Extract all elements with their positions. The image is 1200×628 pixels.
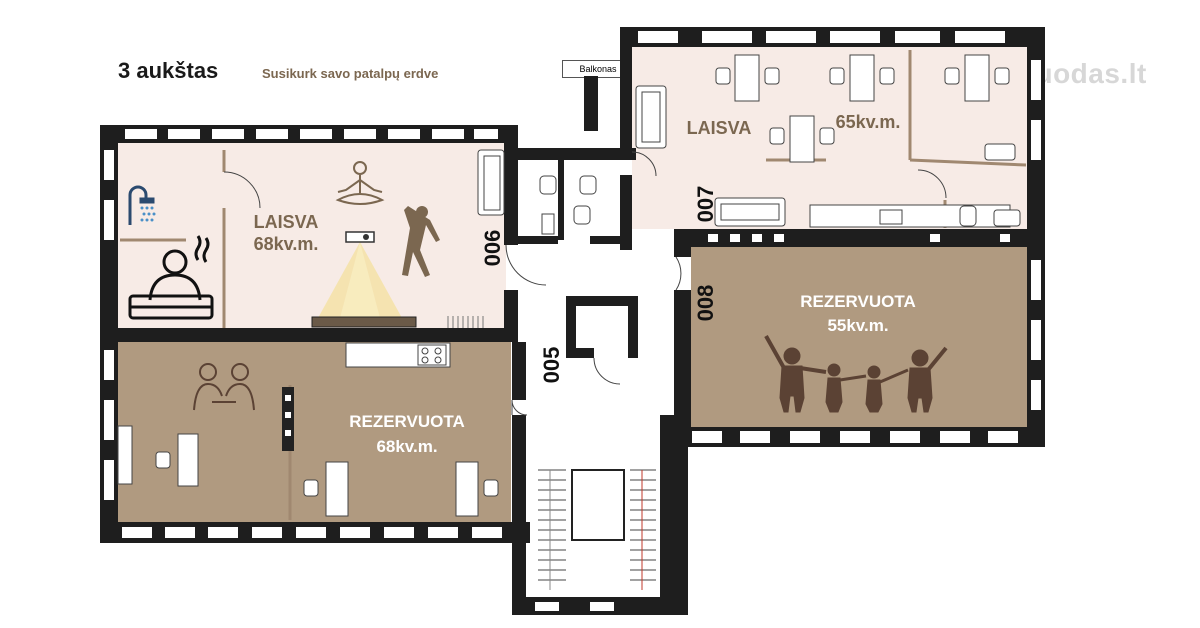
screen bbox=[311, 316, 417, 328]
shower-icon bbox=[128, 185, 156, 225]
chair-icon bbox=[155, 451, 499, 497]
room-005-status: REZERVUOTA bbox=[349, 412, 465, 431]
stove-icon bbox=[417, 344, 447, 366]
svg-text:008: 008 bbox=[693, 285, 718, 322]
room-008-status: REZERVUOTA bbox=[800, 292, 916, 311]
room-007-area-label: 65kv.m. bbox=[836, 112, 901, 132]
stretch-icon bbox=[402, 206, 440, 277]
sink-icon bbox=[879, 143, 1021, 227]
shelf bbox=[282, 387, 294, 451]
sauna-icon bbox=[128, 235, 214, 320]
wc-area bbox=[520, 160, 628, 240]
svg-text:007: 007 bbox=[693, 186, 718, 223]
desk-icon bbox=[117, 425, 479, 517]
projector-icon bbox=[318, 231, 402, 318]
room-006-area-label: 68kv.m. bbox=[254, 234, 319, 254]
kitchen-counter bbox=[345, 342, 451, 368]
balcony bbox=[588, 78, 598, 130]
room-number-007: 007 bbox=[693, 186, 718, 223]
sofa-icon bbox=[477, 149, 505, 216]
toilet-icon bbox=[539, 175, 597, 235]
windows bbox=[104, 31, 1041, 611]
room-008-area[interactable] bbox=[691, 247, 1027, 427]
yoga-icon bbox=[335, 161, 385, 205]
page-subtitle: Susikurk savo patalpų erdve bbox=[262, 66, 439, 81]
page-title: 3 aukštas bbox=[118, 58, 219, 83]
handshake-icon bbox=[193, 363, 255, 411]
family-icon bbox=[764, 335, 948, 413]
room-006-status: LAISVA bbox=[254, 212, 319, 232]
svg-text:005: 005 bbox=[539, 347, 564, 384]
chair-icon bbox=[715, 67, 1010, 145]
room-006-area[interactable] bbox=[118, 143, 506, 330]
stairs-icon bbox=[538, 469, 656, 590]
svg-text:006: 006 bbox=[480, 230, 505, 267]
room-number-008: 008 bbox=[693, 285, 718, 322]
radiator bbox=[447, 316, 484, 328]
room-number-006: 006 bbox=[480, 230, 505, 267]
room-005-area-label: 68kv.m. bbox=[376, 437, 437, 456]
room-number-005: 005 bbox=[539, 347, 564, 384]
room-008-area-label: 55kv.m. bbox=[827, 316, 888, 335]
sofa-icon bbox=[635, 85, 786, 227]
toilet-icon bbox=[959, 205, 977, 227]
room-007-status: LAISVA bbox=[687, 118, 752, 138]
doors bbox=[223, 151, 947, 416]
